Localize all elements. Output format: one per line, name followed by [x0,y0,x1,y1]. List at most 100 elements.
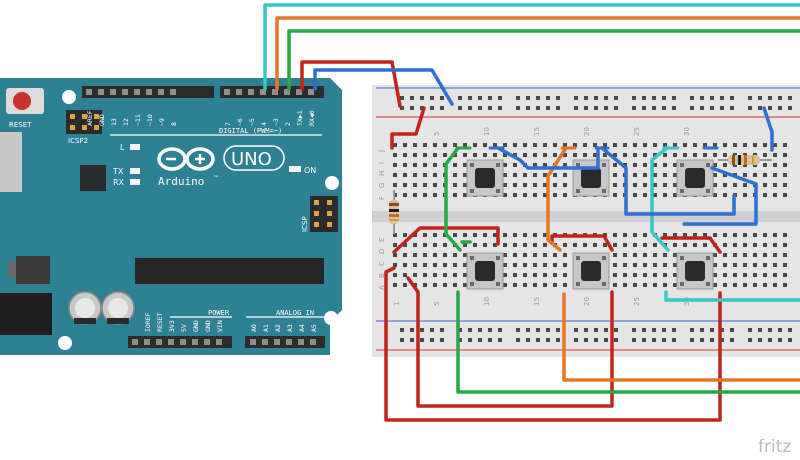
digital-pin-hole[interactable] [296,89,302,95]
rail-hole[interactable] [410,106,414,110]
rail-hole[interactable] [720,338,724,342]
rail-hole[interactable] [526,328,530,332]
rail-hole[interactable] [430,338,434,342]
analog-pin-hole[interactable] [310,339,316,345]
pushbutton[interactable] [572,252,610,290]
rail-hole[interactable] [778,328,782,332]
rail-hole[interactable] [642,338,646,342]
rail-hole[interactable] [594,338,598,342]
analog-pin-hole[interactable] [262,339,268,345]
rail-hole[interactable] [788,338,792,342]
rail-hole[interactable] [488,96,492,100]
rail-hole[interactable] [758,96,762,100]
digital-pin-hole[interactable] [284,89,290,95]
rail-hole[interactable] [778,96,782,100]
rail-hole[interactable] [498,328,502,332]
rail-hole[interactable] [574,96,578,100]
power-pin-hole[interactable] [168,339,174,345]
rail-hole[interactable] [690,106,694,110]
rail-hole[interactable] [672,338,676,342]
rail-hole[interactable] [672,96,676,100]
rail-hole[interactable] [604,338,608,342]
rail-hole[interactable] [584,328,588,332]
rail-hole[interactable] [526,106,530,110]
rail-hole[interactable] [556,328,560,332]
rail-hole[interactable] [546,328,550,332]
rail-hole[interactable] [458,96,462,100]
rail-hole[interactable] [420,96,424,100]
rail-hole[interactable] [440,338,444,342]
analog-pin-hole[interactable] [286,339,292,345]
rail-hole[interactable] [720,328,724,332]
rail-hole[interactable] [768,96,772,100]
rail-hole[interactable] [748,328,752,332]
rail-hole[interactable] [410,96,414,100]
rail-hole[interactable] [556,106,560,110]
rail-hole[interactable] [748,96,752,100]
rail-hole[interactable] [758,328,762,332]
rail-hole[interactable] [700,328,704,332]
rail-hole[interactable] [458,338,462,342]
rail-hole[interactable] [614,106,618,110]
rail-hole[interactable] [720,106,724,110]
power-pin-hole[interactable] [156,339,162,345]
power-pin-hole[interactable] [180,339,186,345]
rail-hole[interactable] [516,328,520,332]
rail-hole[interactable] [748,106,752,110]
rail-hole[interactable] [556,338,560,342]
rail-hole[interactable] [400,338,404,342]
rail-hole[interactable] [584,106,588,110]
digital-pin-hole[interactable] [272,89,278,95]
rail-hole[interactable] [584,96,588,100]
rail-hole[interactable] [478,328,482,332]
analog-pin-hole[interactable] [298,339,304,345]
rail-hole[interactable] [710,106,714,110]
rail-hole[interactable] [458,106,462,110]
analog-pin-hole[interactable] [250,339,256,345]
rail-hole[interactable] [788,96,792,100]
rail-hole[interactable] [768,328,772,332]
rail-hole[interactable] [672,106,676,110]
rail-hole[interactable] [652,106,656,110]
rail-hole[interactable] [614,96,618,100]
rail-hole[interactable] [632,328,636,332]
rail-hole[interactable] [468,338,472,342]
rail-hole[interactable] [768,106,772,110]
digital-pin-hole[interactable] [170,89,176,95]
rail-hole[interactable] [652,96,656,100]
rail-hole[interactable] [690,328,694,332]
rail-hole[interactable] [700,96,704,100]
rail-hole[interactable] [700,106,704,110]
digital-pin-hole[interactable] [122,89,128,95]
rail-hole[interactable] [546,96,550,100]
digital-pin-hole[interactable] [260,89,266,95]
rail-hole[interactable] [400,106,404,110]
rail-hole[interactable] [410,338,414,342]
rail-hole[interactable] [488,106,492,110]
rail-hole[interactable] [574,106,578,110]
digital-pin-hole[interactable] [158,89,164,95]
rail-hole[interactable] [710,328,714,332]
pushbutton[interactable] [466,159,504,197]
rail-hole[interactable] [420,106,424,110]
rail-hole[interactable] [632,106,636,110]
rail-hole[interactable] [778,338,782,342]
rail-hole[interactable] [614,328,618,332]
rail-hole[interactable] [546,338,550,342]
rail-hole[interactable] [400,328,404,332]
digital-pin-hole[interactable] [98,89,104,95]
rail-hole[interactable] [468,96,472,100]
analog-pin-hole[interactable] [274,339,280,345]
reset-button[interactable] [6,88,44,114]
rail-hole[interactable] [614,338,618,342]
rail-hole[interactable] [410,328,414,332]
power-pin-hole[interactable] [144,339,150,345]
rail-hole[interactable] [478,96,482,100]
rail-hole[interactable] [536,96,540,100]
rail-hole[interactable] [574,338,578,342]
rail-hole[interactable] [478,338,482,342]
rail-hole[interactable] [516,338,520,342]
rail-hole[interactable] [758,338,762,342]
rail-hole[interactable] [700,338,704,342]
rail-hole[interactable] [488,328,492,332]
